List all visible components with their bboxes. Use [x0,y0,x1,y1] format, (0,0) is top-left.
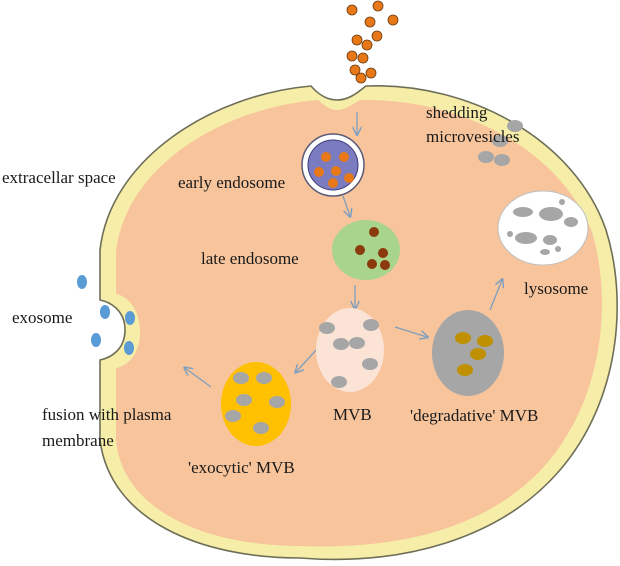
endosome-cargo [328,178,338,188]
exosome-particle [125,311,135,325]
shedding-microvesicles [478,120,523,166]
intraluminal-vesicle [333,338,349,350]
cargo-particle [357,52,369,64]
lysosome-debris [513,207,533,217]
label-early-endosome: early endosome [178,173,285,192]
lysosome-debris [540,249,550,255]
arrow-exocytic-to-membrane [185,368,212,388]
arrow-mvb-to-degradative [394,326,427,337]
degradative-cargo [455,332,471,344]
lysosome-debris [539,207,563,221]
endosome-cargo [339,152,349,162]
cargo-particle [364,16,376,28]
late-endosome-body [332,220,400,280]
endosome-cargo [321,152,331,162]
intraluminal-vesicle [225,410,241,422]
cargo-particle [351,34,363,46]
intraluminal-vesicle [319,322,335,334]
intraluminal-vesicle [349,337,365,349]
lysosome-debris [564,217,578,227]
intraluminal-vesicle [362,358,378,370]
early-endosome [301,133,365,197]
endosome-cargo [331,166,341,176]
degradative-cargo [477,335,493,347]
late-endosome-cargo [380,260,390,270]
cargo-particle [355,72,367,84]
cargo-particle [387,14,399,26]
label-fusion-line2: membrane [42,431,114,450]
cargo-particle [349,64,361,76]
intraluminal-vesicle [256,372,272,384]
label-exocytic-mvb: 'exocytic' MVB [188,458,295,477]
cargo-particle [346,50,358,62]
label-extracellular-space: extracellar space [2,168,116,187]
cargo-particle [372,0,384,12]
lysosome-debris [507,231,513,237]
cargo-particle [371,30,383,42]
cargo-particle [365,67,377,79]
pathway-arrows [185,112,502,388]
late-endosome-cargo [355,245,365,255]
extracellular-cargo [346,0,399,84]
endosome-cargo [314,167,324,177]
late-endosome-cargo [378,248,388,258]
exosomes [77,275,135,355]
exosome-particle [91,333,101,347]
label-exosome: exosome [12,308,72,327]
arrow-mvb-to-exocytic [296,347,319,372]
intraluminal-vesicle [236,394,252,406]
intraluminal-vesicle [363,319,379,331]
degradative-mvb [432,310,504,396]
degradative-cargo [470,348,486,360]
lysosome-debris [559,199,565,205]
exocytic-mvb [221,362,291,446]
endosome-cargo [344,173,354,183]
label-degradative-mvb: 'degradative' MVB [410,406,538,425]
exosome-particle [77,275,87,289]
intraluminal-vesicle [331,376,347,388]
mvb [316,308,384,392]
exosome-particle [100,305,110,319]
label-mvb: MVB [333,405,372,424]
cargo-particle [361,39,373,51]
cargo-particle [346,4,358,16]
label-lysosome: lysosome [524,279,588,298]
lysosome-debris [543,235,557,245]
lysosome [497,190,589,266]
degradative-cargo [457,364,473,376]
late-endosome-cargo [369,227,379,237]
lysosome-debris [555,246,561,252]
late-endosome-cargo [367,259,377,269]
microvesicle [478,151,494,163]
lysosome-debris [515,232,537,244]
label-fusion-line1: fusion with plasma [42,405,172,424]
microvesicle [507,120,523,132]
intraluminal-vesicle [269,396,285,408]
late-endosome [332,220,400,280]
microvesicle [492,135,508,147]
intraluminal-vesicle [253,422,269,434]
arrow-early-to-late [342,195,350,216]
microvesicle [494,154,510,166]
arrow-degradative-to-lysosome [489,280,502,311]
exosome-particle [124,341,134,355]
label-microvesicles: microvesicles [426,127,519,146]
degradative-mvb-body [432,310,504,396]
label-late-endosome: late endosome [201,249,299,268]
intraluminal-vesicle [233,372,249,384]
label-shedding: shedding [426,103,488,122]
